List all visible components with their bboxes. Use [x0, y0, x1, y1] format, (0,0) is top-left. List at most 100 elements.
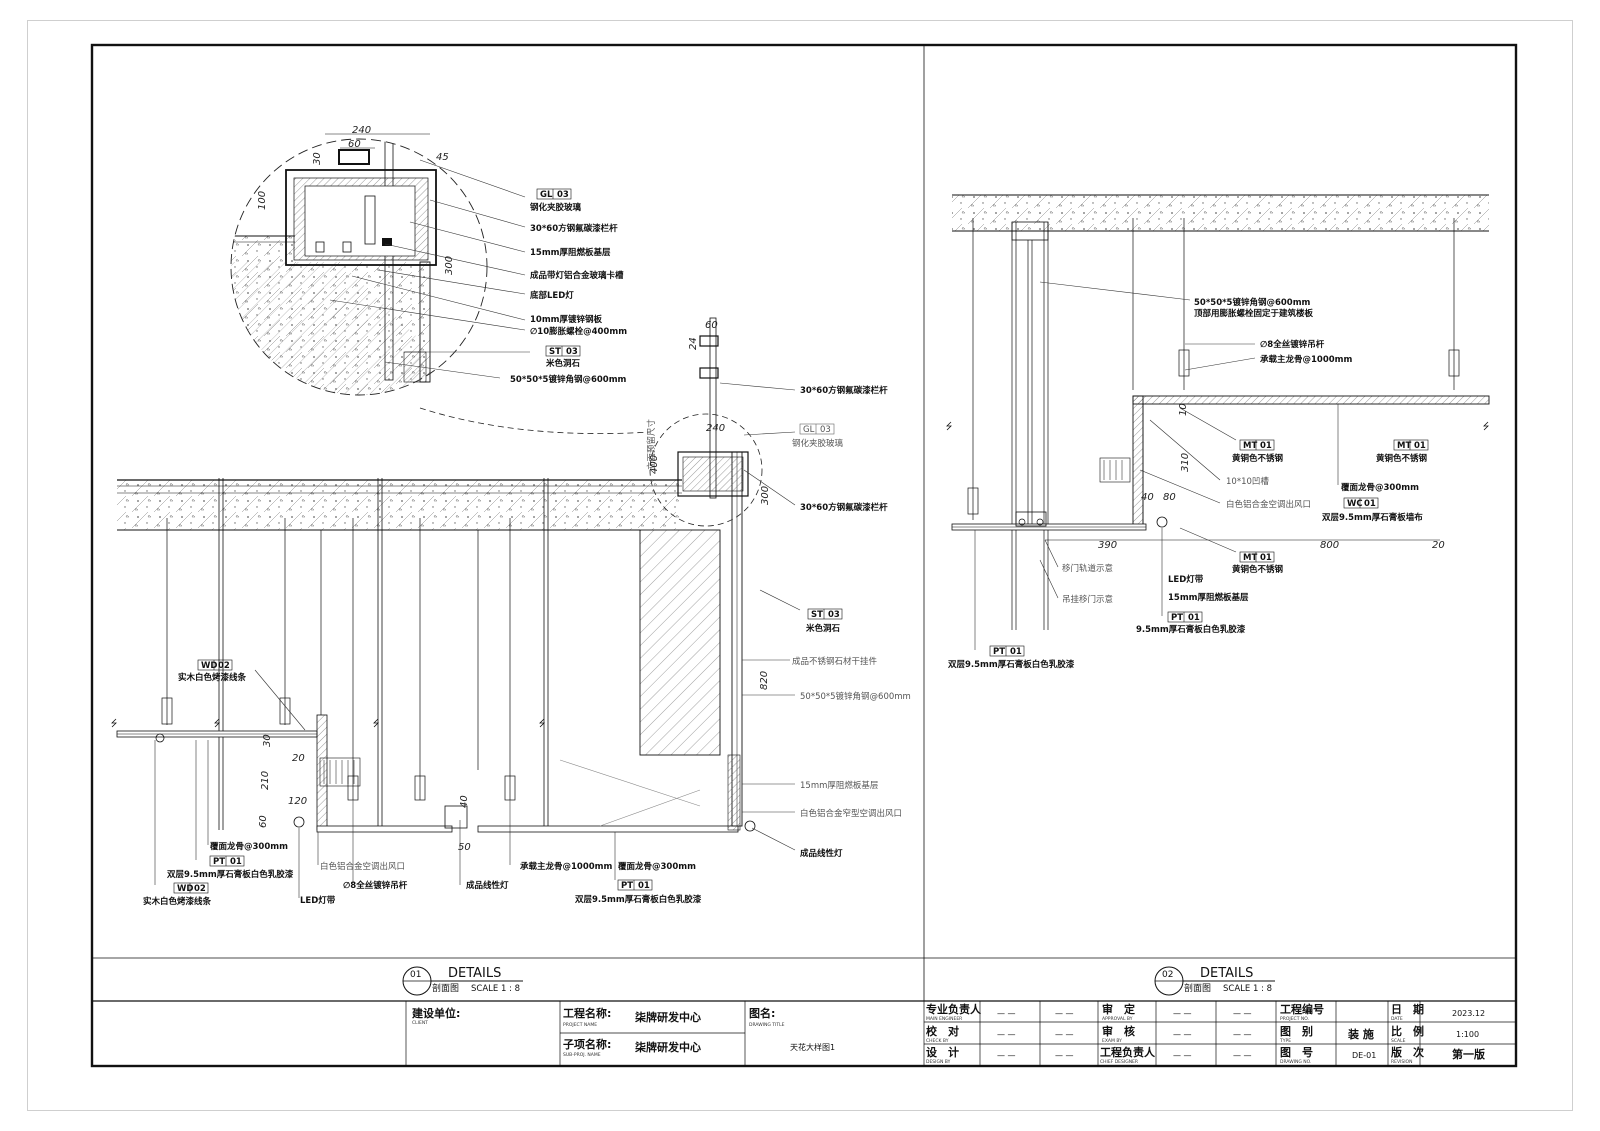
title-block — [405, 1001, 1516, 1066]
dim-820: 820 — [759, 671, 770, 690]
tb-dash-4: — — — [1055, 1030, 1074, 1039]
tb-type: 图 别 — [1280, 1024, 1313, 1038]
dim-e40: 40 — [1141, 492, 1154, 503]
d1-keel2-label: 覆面龙骨@300mm — [618, 861, 696, 872]
d2-pt-a-code: PT — [1171, 613, 1183, 623]
tb-subproject-value: 柒牌研发中心 — [634, 1040, 701, 1054]
detail-02 — [946, 194, 1490, 630]
d1-fireboard-label: 15mm厚阻燃板基层 — [800, 780, 878, 791]
zoom-st-num: 03 — [566, 347, 578, 357]
dim-800: 800 — [1320, 540, 1339, 551]
d1-pt-b-num: 01 — [638, 881, 650, 891]
tb-check: 校 对 — [926, 1024, 959, 1038]
zoom-led-label: 底部LED灯 — [530, 290, 574, 301]
dim-zoom-45: 45 — [436, 152, 449, 163]
dim-60b: 60 — [258, 815, 269, 828]
d1-gl-code: GL — [803, 425, 815, 435]
zoom-gl-code: GL — [540, 190, 553, 200]
d2-anglefix-label: 顶部用膨胀螺栓固定于建筑楼板 — [1194, 308, 1314, 319]
tb-dash-1: — — — [997, 1009, 1016, 1018]
zoom-bolt-label: ∅10膨胀螺栓@400mm — [530, 326, 627, 337]
d2-gypsum-a-label: 9.5mm厚石膏板白色乳胶漆 — [1136, 624, 1246, 635]
tb-revision-value: 第一版 — [1452, 1047, 1485, 1061]
d1-wd-a-code: WD — [201, 661, 217, 671]
zoom-stone-label: 米色洞石 — [546, 358, 581, 369]
tb-dash-11: — — — [1173, 1051, 1192, 1060]
dim-50: 50 — [458, 842, 471, 853]
tb-check-sub: CHECK BY — [926, 1038, 949, 1044]
tb-chief: 工程负责人 — [1100, 1045, 1156, 1059]
detail-01-caption: 01 DETAILS 剖面图 SCALE 1 : 8 — [402, 966, 523, 996]
dim-40: 40 — [459, 795, 470, 808]
d1-keel-label: 覆面龙骨@300mm — [210, 841, 288, 852]
d2-wallcloth-label: 双层9.5mm厚石膏板墙布 — [1322, 512, 1423, 523]
tb-dash-3: — — — [997, 1030, 1016, 1039]
d2-mt-a-num: 01 — [1260, 441, 1272, 451]
dim-zoom-240: 240 — [352, 125, 371, 136]
d2-brass-a-label: 黄铜色不锈钢 — [1232, 453, 1284, 464]
dim-e20: 20 — [1432, 540, 1445, 551]
tb-dash-5: — — — [997, 1051, 1016, 1060]
concrete-slab-1 — [117, 480, 682, 530]
tb-main-engineer-sub: MAIN ENGINEER — [926, 1016, 962, 1022]
d2-mt-a-code: MT — [1243, 441, 1257, 451]
d1-linear-label: 成品线性灯 — [800, 848, 843, 859]
d2-pt-a-num: 01 — [1188, 613, 1200, 623]
tb-date-value: 2023.12 — [1452, 1009, 1485, 1018]
d1-wd-a-num: 02 — [218, 661, 230, 671]
zoom-fireboard-label: 15mm厚阻燃板基层 — [530, 247, 611, 258]
dim-zoom-30: 30 — [312, 152, 323, 165]
d2-fireboard-label: 15mm厚阻燃板基层 — [1168, 592, 1249, 603]
d1-vent-label: 白色铝合金窄型空调出风口 — [800, 808, 902, 819]
dim-310: 310 — [1180, 453, 1191, 472]
zoom-annotations: GL 03 钢化夹胶玻璃 30*60方钢氟碳漆栏杆 15mm厚阻燃板基层 成品带… — [510, 188, 627, 385]
tb-date: 日 期 — [1391, 1002, 1424, 1016]
detail-01-number: 01 — [410, 970, 421, 980]
d2-rod-label: ∅8全丝镀锌吊杆 — [1260, 339, 1325, 350]
detail-01-scale: SCALE 1 : 8 — [471, 984, 520, 994]
d2-led-label: LED灯带 — [1168, 574, 1204, 585]
tb-design-sub: DESIGN BY — [926, 1059, 951, 1065]
detail-02-annotations: 50*50*5镀锌角钢@600mm 顶部用膨胀螺栓固定于建筑楼板 ∅8全丝镀锌吊… — [948, 297, 1429, 670]
tb-date-sub: DATE — [1391, 1016, 1403, 1022]
d1-vertical-note: 立面预留尺寸 — [646, 418, 657, 470]
d1-wood-a-label: 实木白色烤漆线条 — [178, 672, 247, 683]
d2-mt-c-code: MT — [1243, 553, 1257, 563]
title-block-texts: 建设单位: CLIENT 工程名称: PROJECT NAME 柒牌研发中心 子… — [412, 1002, 1485, 1065]
tb-revision: 版 次 — [1391, 1045, 1424, 1059]
tb-scale-sub: SCALE — [1391, 1038, 1406, 1044]
dim-120: 120 — [288, 796, 307, 807]
d1-angle-label: 50*50*5镀锌角钢@600mm — [800, 691, 911, 702]
d2-channel-label: 10*10凹槽 — [1226, 476, 1269, 487]
dim-390: 390 — [1098, 540, 1117, 551]
tb-dash-10: — — — [1233, 1030, 1252, 1039]
dim-e10: 10 — [1178, 403, 1189, 416]
d2-mt-b-code: MT — [1397, 441, 1411, 451]
d1-rail2-label: 30*60方钢氟碳漆栏杆 — [800, 502, 888, 513]
d2-mt-c-num: 01 — [1260, 553, 1272, 563]
d2-mainkeel-label: 承载主龙骨@1000mm — [1260, 354, 1353, 365]
tb-scale-value: 1:100 — [1456, 1030, 1479, 1039]
tb-project-no-sub: PROJECT NO. — [1280, 1016, 1309, 1022]
d1-gypsum-a-label: 双层9.5mm厚石膏板白色乳胶漆 — [167, 869, 294, 880]
d1-mainkeel-label: 承载主龙骨@1000mm — [520, 861, 613, 872]
zoom-gl-num: 03 — [557, 190, 569, 200]
d2-keel-label: 覆面龙骨@300mm — [1341, 482, 1419, 493]
dim-zoom-300: 300 — [444, 256, 455, 275]
drawing-frame — [90, 43, 1518, 1068]
detail-02-caption: 02 DETAILS 剖面图 SCALE 1 : 8 — [1154, 966, 1275, 996]
dimension-texts: 240 60 30 100 300 45 60 24 240 400 300 8… — [257, 125, 1445, 853]
tb-dash-2: — — — [1055, 1009, 1074, 1018]
d1-pt-a-code: PT — [213, 857, 225, 867]
tb-drawing-no-value: DE-01 — [1352, 1051, 1376, 1060]
tb-drawing-no: 图 号 — [1280, 1046, 1313, 1059]
tb-client-sub: CLIENT — [412, 1020, 428, 1026]
d1-pt-b-code: PT — [621, 881, 633, 891]
tb-dash-7: — — — [1173, 1009, 1192, 1018]
d2-track-label: 移门轨道示意 — [1062, 563, 1113, 574]
zoom-rail-label: 30*60方钢氟碳漆栏杆 — [530, 223, 618, 234]
tb-drawing-value: 天花大样图1 — [790, 1042, 835, 1052]
detail-02-number: 02 — [1162, 970, 1173, 980]
paper-border — [27, 20, 1573, 1111]
tb-dash-9: — — — [1173, 1030, 1192, 1039]
